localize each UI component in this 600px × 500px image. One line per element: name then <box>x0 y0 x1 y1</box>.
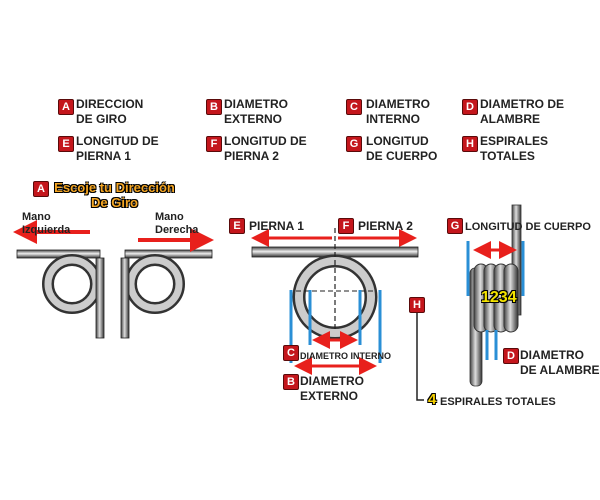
body-length-badge: G <box>447 218 463 234</box>
leg1-badge: E <box>229 218 245 234</box>
legend-badge: H <box>462 136 478 152</box>
legend-label: LONGITUD DE CUERPO <box>366 134 438 163</box>
legend-badge: B <box>206 99 222 115</box>
direction-title: Escoje tu Dirección De Giro <box>54 180 175 210</box>
legend-label: LONGITUD DE PIERNA 1 <box>76 134 159 163</box>
leg2-label: PIERNA 2 <box>358 219 413 233</box>
body-length-label: LONGITUD DE CUERPO <box>465 221 591 233</box>
direction-badge: A <box>33 181 49 197</box>
front-view-spring <box>251 228 424 401</box>
outer-diameter-badge: B <box>283 374 299 390</box>
wire-diameter-label: DIAMETRO DE ALAMBRE <box>520 348 600 377</box>
left-hand-label: Mano Izquierda <box>22 211 71 236</box>
right-hand-spring <box>120 228 214 339</box>
leg2-badge: F <box>338 218 354 234</box>
coils-count: 4 <box>428 391 437 408</box>
legend-label: ESPIRALES TOTALES <box>480 134 549 163</box>
coil-count-numbers: 1234 <box>481 289 517 306</box>
legend-badge: F <box>206 136 222 152</box>
wire-diameter-badge: D <box>503 348 519 364</box>
coils-badge: H <box>409 297 425 313</box>
outer-diameter-label: DIAMETRO EXTERNO <box>300 374 364 403</box>
leg1-label: PIERNA 1 <box>249 219 304 233</box>
legend-label: LONGITUD DE PIERNA 2 <box>224 134 307 163</box>
legend-label: DIRECCION DE GIRO <box>76 97 144 126</box>
legend-badge: G <box>346 136 362 152</box>
coils-label: ESPIRALES TOTALES <box>440 396 556 408</box>
left-hand-spring <box>13 220 105 339</box>
legend-badge: C <box>346 99 362 115</box>
inner-diameter-badge: C <box>283 345 299 361</box>
side-view-spring <box>466 204 525 387</box>
legend-label: DIAMETRO DE ALAMBRE <box>480 97 564 126</box>
legend-badge: D <box>462 99 478 115</box>
inner-diameter-label: DIAMETRO INTERNO <box>300 351 391 361</box>
right-hand-label: Mano Derecha <box>155 211 199 236</box>
legend-label: DIAMETRO EXTERNO <box>224 97 288 126</box>
legend-badge: A <box>58 99 74 115</box>
legend-label: DIAMETRO INTERNO <box>366 97 430 126</box>
legend-badge: E <box>58 136 74 152</box>
